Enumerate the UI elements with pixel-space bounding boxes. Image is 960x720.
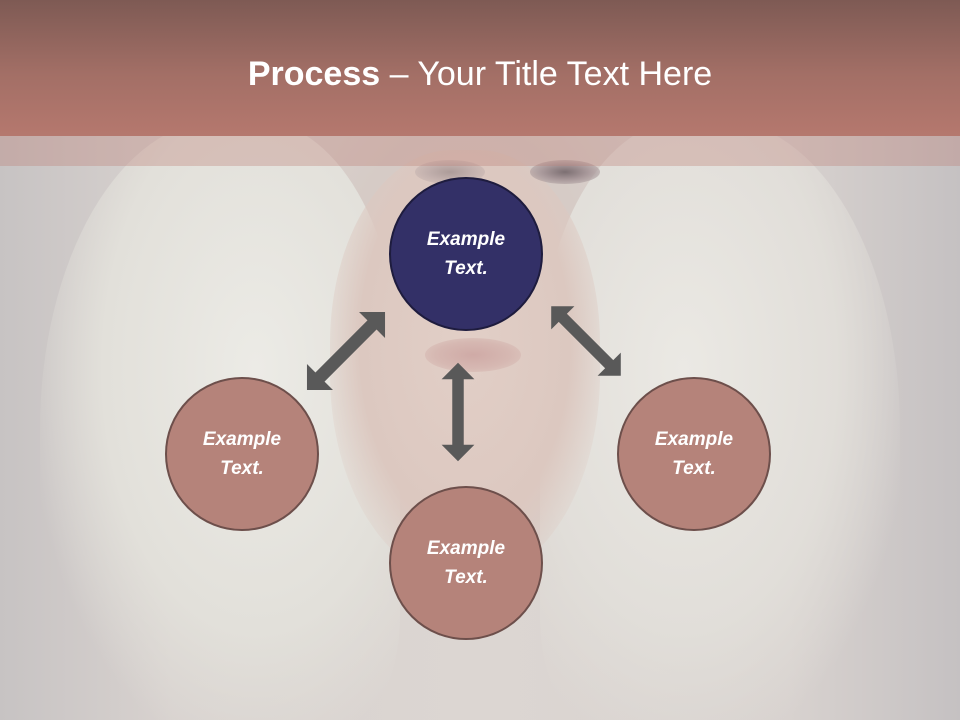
center-circle[interactable]: Example Text. [389, 177, 543, 331]
title-bold: Process [247, 55, 381, 93]
title-bar [0, 0, 960, 136]
bottom-circle-label: Example Text. [426, 538, 506, 588]
arrow-center-right [539, 294, 633, 388]
bottom-circle[interactable]: Example Text. [389, 486, 543, 640]
arrow-center-bottom [441, 362, 475, 462]
slide-title: Process – Your Title Text Here [0, 54, 960, 94]
left-circle-label: Example Text. [202, 429, 282, 479]
title-rest: – Your Title Text Here [380, 55, 713, 93]
eye-right [530, 160, 600, 184]
right-circle[interactable]: Example Text. [617, 377, 771, 531]
title-bar-strip [0, 136, 960, 166]
left-circle[interactable]: Example Text. [165, 377, 319, 531]
arrow-center-left [293, 298, 399, 404]
center-circle-label: Example Text. [426, 229, 506, 279]
lips [425, 338, 521, 372]
right-circle-label: Example Text. [654, 429, 734, 479]
